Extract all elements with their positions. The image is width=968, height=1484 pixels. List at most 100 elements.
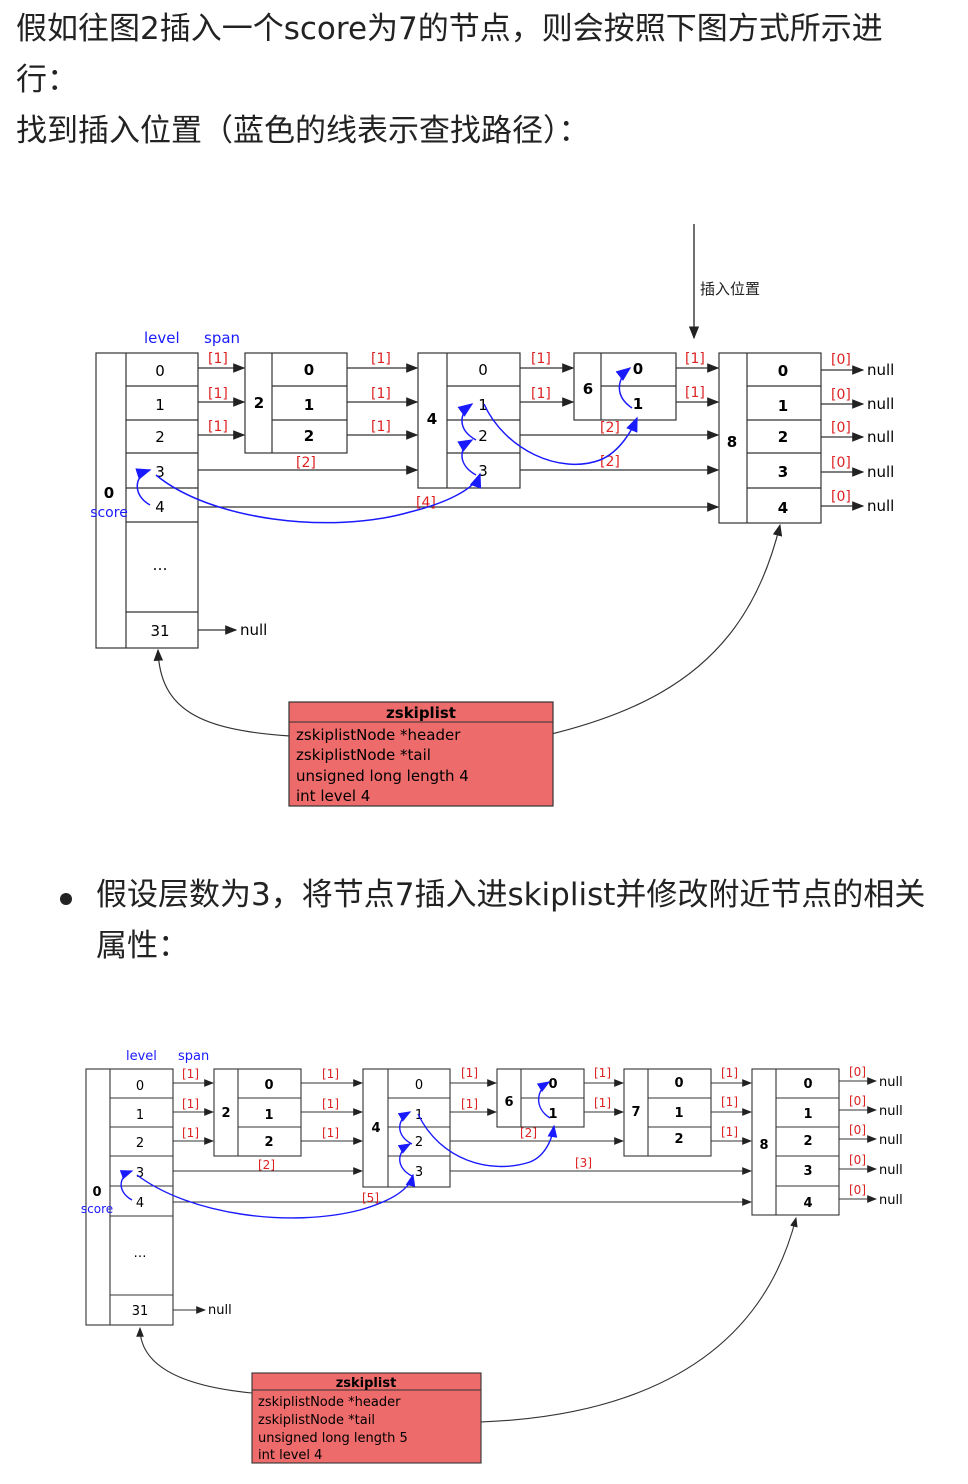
zskiplist-header-field: zskiplistNode *header (258, 1395, 401, 1410)
span-label: [1] (371, 419, 391, 435)
span-label: [1] (721, 1066, 738, 1080)
span-label: [0] (831, 455, 851, 471)
null-level-1: null (879, 1104, 903, 1119)
forward-pointers (198, 363, 865, 635)
span-label: [2] (600, 420, 620, 436)
span-label: [1] (182, 1126, 199, 1140)
search-path (119, 1081, 558, 1219)
span-label: [1] (721, 1095, 738, 1109)
span-label: [2] (296, 455, 316, 471)
null-level-2: null (879, 1133, 903, 1148)
bullet-dot-icon (60, 893, 72, 905)
span-label: [0] (849, 1094, 866, 1108)
node-6-level-0: 0 (633, 360, 643, 378)
node-8-level-4: 4 (803, 1196, 812, 1211)
null-31: null (208, 1303, 232, 1318)
span-label: [1] (322, 1067, 339, 1081)
span-label: [4] (416, 495, 436, 511)
node-4-level-3: 3 (415, 1165, 423, 1180)
span-label: [1] (594, 1066, 611, 1080)
node-8-level-4: 4 (778, 499, 788, 517)
node-7-level-2: 2 (674, 1132, 683, 1147)
span-label: span (204, 329, 240, 347)
header-level-2: 2 (155, 428, 165, 446)
span-label: [1] (461, 1097, 478, 1111)
node-2-level-1: 1 (264, 1108, 273, 1123)
header-score-value: 0 (92, 1185, 101, 1200)
zskiplist-box: zskiplist zskiplistNode *header zskiplis… (288, 701, 554, 807)
null-level-1: null (867, 395, 894, 413)
node-4-level-2: 2 (415, 1135, 423, 1150)
header-level-4: 4 (136, 1196, 144, 1211)
zskiplist-header-field: zskiplistNode *header (296, 726, 461, 744)
header-ellipsis: … (153, 556, 168, 574)
header-score-value: 0 (104, 484, 114, 502)
node-2-level-0: 0 (304, 361, 314, 379)
zskiplist-length-field: unsigned long length 5 (258, 1431, 408, 1446)
node-8-score: 8 (727, 433, 737, 451)
span-label: [1] (182, 1067, 199, 1081)
node-8-level-1: 1 (778, 397, 788, 415)
span-label: [2] (258, 1158, 275, 1172)
null-level-4: null (879, 1193, 903, 1208)
span-label: [1] (721, 1125, 738, 1139)
node-6 (573, 352, 677, 421)
search-path (135, 367, 638, 524)
header-score-label: score (90, 505, 128, 521)
header-level-1: 1 (155, 396, 165, 414)
header-ellipsis: … (134, 1246, 147, 1261)
span-label: [2] (600, 454, 620, 470)
node-2-level-2: 2 (264, 1135, 273, 1150)
zskiplist-box: zskiplist zskiplistNode *header zskiplis… (251, 1372, 482, 1464)
span-label: [1] (685, 385, 705, 401)
zskiplist-tail-field: zskiplistNode *tail (296, 746, 431, 764)
header-level-31: 31 (150, 622, 169, 640)
span-label: [1] (322, 1097, 339, 1111)
span-label: [5] (362, 1191, 379, 1205)
header-level-3: 3 (136, 1166, 144, 1181)
header-level-2: 2 (136, 1136, 144, 1151)
span-label: [1] (371, 386, 391, 402)
node-4-score: 4 (427, 410, 437, 428)
bullet-text: 假设层数为3，将节点7插入进skiplist并修改附近节点的相关属性： (96, 877, 926, 964)
node-7-level-1: 1 (674, 1106, 683, 1121)
span-label: [1] (531, 386, 551, 402)
zskiplist-level-field: int level 4 (258, 1448, 322, 1463)
zskiplist-level-field: int level 4 (296, 787, 370, 805)
null-31: null (240, 621, 267, 639)
node-4-level-0: 0 (415, 1078, 423, 1093)
node-8-level-1: 1 (803, 1107, 812, 1122)
span-label: [1] (594, 1096, 611, 1110)
node-2-score: 2 (221, 1106, 230, 1121)
span-label: [1] (531, 351, 551, 367)
span-label: [1] (685, 351, 705, 367)
node-8-level-2: 2 (778, 428, 788, 446)
span-label: [0] (849, 1065, 866, 1079)
header-level-4: 4 (155, 498, 165, 516)
intro-line-1: 假如往图2插入一个score为7的节点，则会按照下图方式所示进行： (16, 11, 883, 98)
null-level-4: null (867, 497, 894, 515)
span-label: [0] (831, 489, 851, 505)
null-level-0: null (867, 361, 894, 379)
span-label: [1] (322, 1126, 339, 1140)
node-2-score: 2 (254, 394, 264, 412)
node-2-level-2: 2 (304, 427, 314, 445)
intro-text: 假如往图2插入一个score为7的节点，则会按照下图方式所示进行： 找到插入位置… (16, 4, 916, 157)
span-label: [0] (831, 420, 851, 436)
node-8-level-0: 0 (778, 362, 788, 380)
zskiplist-title: zskiplist (336, 1376, 397, 1391)
null-level-0: null (879, 1075, 903, 1090)
zskiplist-tail-field: zskiplistNode *tail (258, 1413, 375, 1428)
header-level-3: 3 (155, 463, 165, 481)
span-label: [0] (849, 1153, 866, 1167)
node-4-level-2: 2 (478, 427, 488, 445)
bullet-item: 假设层数为3，将节点7插入进skiplist并修改附近节点的相关属性： (60, 870, 950, 972)
span-label: span (178, 1049, 209, 1064)
node-6 (496, 1068, 585, 1128)
node-7-level-0: 0 (674, 1076, 683, 1091)
span-label: [0] (849, 1183, 866, 1197)
header-level-0: 0 (136, 1079, 144, 1094)
node-4-score: 4 (371, 1121, 380, 1136)
null-level-3: null (867, 463, 894, 481)
node-4-level-1: 1 (478, 396, 488, 414)
